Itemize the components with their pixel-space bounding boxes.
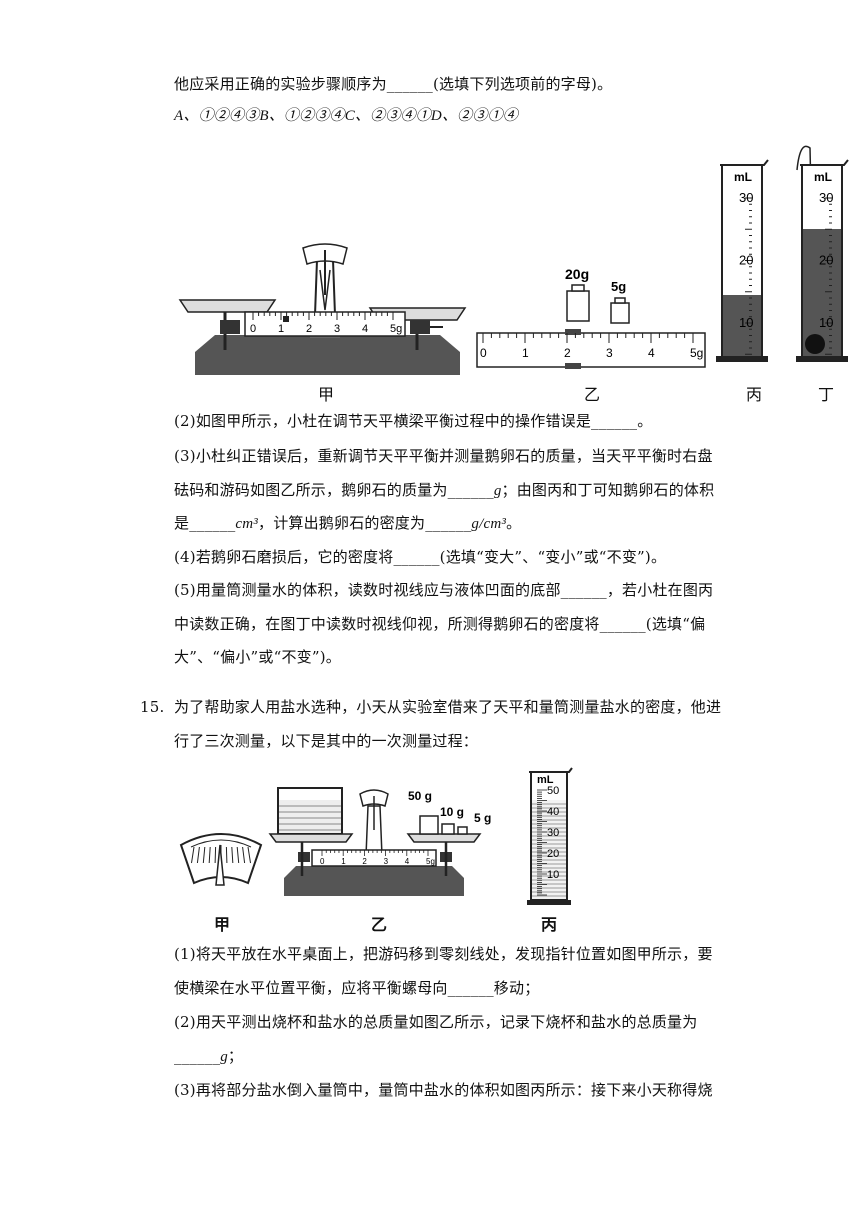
yi-scale-tick-label: 0 [480, 346, 487, 360]
q14-options: A、①②④③B、①②③④C、②③④①D、②③①④ [174, 108, 518, 124]
q15-line2: 行了三次测量，以下是其中的一次测量过程： [174, 732, 479, 750]
jia-scale-tick-label: 5g [390, 323, 402, 335]
q15-label-jia: 甲 [214, 915, 231, 934]
q15-3-line1: (3)再将部分盐水倒入量筒中，量筒中盐水的体积如图丙所示：接下来小天称得烧 [174, 1081, 713, 1099]
jia-scale-tick-label: 1 [278, 323, 284, 335]
weight-5g-label: 5g [611, 279, 626, 294]
figure-bing-cylinder: mL 30 20 10 [716, 159, 769, 362]
q15-yi-tick-label: 1 [341, 857, 346, 866]
q14-5-line1: (5)用量筒测量水的体积，读数时视线应与液体凹面的底部______，若小杜在图丙 [174, 581, 714, 599]
jia-scale-tick-label: 3 [334, 323, 340, 335]
q15-yi-tick-label: 4 [405, 857, 410, 866]
bing-tick-label: 20 [739, 253, 753, 268]
jia-scale-tick-label: 0 [250, 323, 256, 335]
bing-tick-label: 30 [739, 190, 753, 205]
label-yi: 乙 [584, 385, 601, 404]
ding-tick-label: 30 [819, 190, 833, 205]
q14-5-line3: 大”、“偏小”或“不变”)。 [174, 648, 341, 666]
q15-yi-tick-label: 0 [320, 857, 325, 866]
figure-jia-balance: 0 1 2 3 4 5g [178, 243, 467, 375]
q15-bing-tick-label: 30 [547, 827, 559, 839]
figure-yi-weights: 20g 5g 0 1 2 3 4 5g [476, 266, 706, 369]
q15-weight-5g: 5 g [474, 811, 491, 825]
bing-unit-label: mL [734, 170, 752, 184]
q15-figure-jia-dial [179, 833, 263, 886]
q15-figure-bing-cylinder: mL 50 40 30 20 10 [527, 767, 573, 905]
figure-ding-cylinder: mL 30 20 10 [796, 145, 849, 362]
q15-weight-50g: 50 g [408, 789, 432, 803]
q15-yi-tick-label: 5g [426, 857, 435, 866]
q15-bing-tick-label: 50 [547, 785, 559, 797]
yi-scale-tick-label: 4 [648, 346, 655, 360]
ding-unit-label: mL [814, 170, 832, 184]
q14-3-line1: (3)小杜纠正错误后，重新调节天平平衡并测量鹅卵石的质量，当天平平衡时右盘 [174, 447, 713, 465]
q15-label-yi: 乙 [371, 915, 388, 934]
q14-5-line2: 中读数正确，在图丁中读数时视线仰视，所测得鹅卵石的密度将______(选填“偏 [174, 615, 706, 633]
q15-bing-tick-label: 20 [547, 848, 559, 860]
q14-3-line3: 是______cm³，计算出鹅卵石的密度为______g/cm³。 [174, 514, 522, 532]
q14-4: (4)若鹅卵石磨损后，它的密度将______(选填“变大”、“变小”或“不变”)… [174, 548, 667, 566]
weight-20g-label: 20g [565, 266, 589, 282]
q14-3-line2: 砝码和游码如图乙所示，鹅卵石的质量为______g；由图丙和丁可知鹅卵石的体积 [174, 481, 715, 499]
q15-2-line1: (2)用天平测出烧杯和盐水的总质量如图乙所示，记录下烧杯和盐水的总质量为 [174, 1013, 698, 1031]
q15-bing-tick-label: 40 [547, 806, 559, 818]
q15-weight-10g: 10 g [440, 805, 464, 819]
q15-number: 15. [140, 698, 165, 716]
jia-scale-tick-label: 2 [306, 323, 312, 335]
q15-line1: 为了帮助家人用盐水选种，小天从实验室借来了天平和量筒测量盐水的密度，他进 [174, 698, 722, 716]
q15-1-line1: (1)将天平放在水平桌面上，把游码移到零刻线处，发现指针位置如图甲所示，要 [174, 945, 713, 963]
q15-yi-tick-label: 3 [384, 857, 389, 866]
ding-tick-label: 10 [819, 315, 833, 330]
yi-scale-tick-label: 1 [522, 346, 529, 360]
q15-label-bing: 丙 [541, 915, 558, 934]
q15-bing-unit: mL [537, 774, 554, 786]
label-ding: 丁 [818, 385, 835, 404]
yi-scale-tick-label: 2 [564, 346, 571, 360]
label-jia: 甲 [318, 385, 335, 404]
label-bing: 丙 [746, 385, 763, 404]
q15-yi-tick-label: 2 [362, 857, 367, 866]
yi-scale-tick-label: 5g [690, 346, 703, 360]
q15-1-line2: 使横梁在水平位置平衡，应将平衡螺母向______移动； [174, 979, 540, 997]
q14-2: (2)如图甲所示，小杜在调节天平横梁平衡过程中的操作错误是______。 [174, 412, 653, 430]
jia-scale-tick-label: 4 [362, 323, 368, 335]
bing-tick-label: 10 [739, 315, 753, 330]
q15-2-line2: ______g； [174, 1047, 244, 1065]
q15-figure-yi-balance: 50 g 10 g 5 g 0 1 2 3 4 5g [268, 787, 491, 896]
ding-tick-label: 20 [819, 253, 833, 268]
q15-bing-tick-label: 10 [547, 869, 559, 881]
yi-scale-tick-label: 3 [606, 346, 613, 360]
q14-order-prompt: 他应采用正确的实验步骤顺序为______(选填下列选项前的字母)。 [174, 75, 613, 93]
